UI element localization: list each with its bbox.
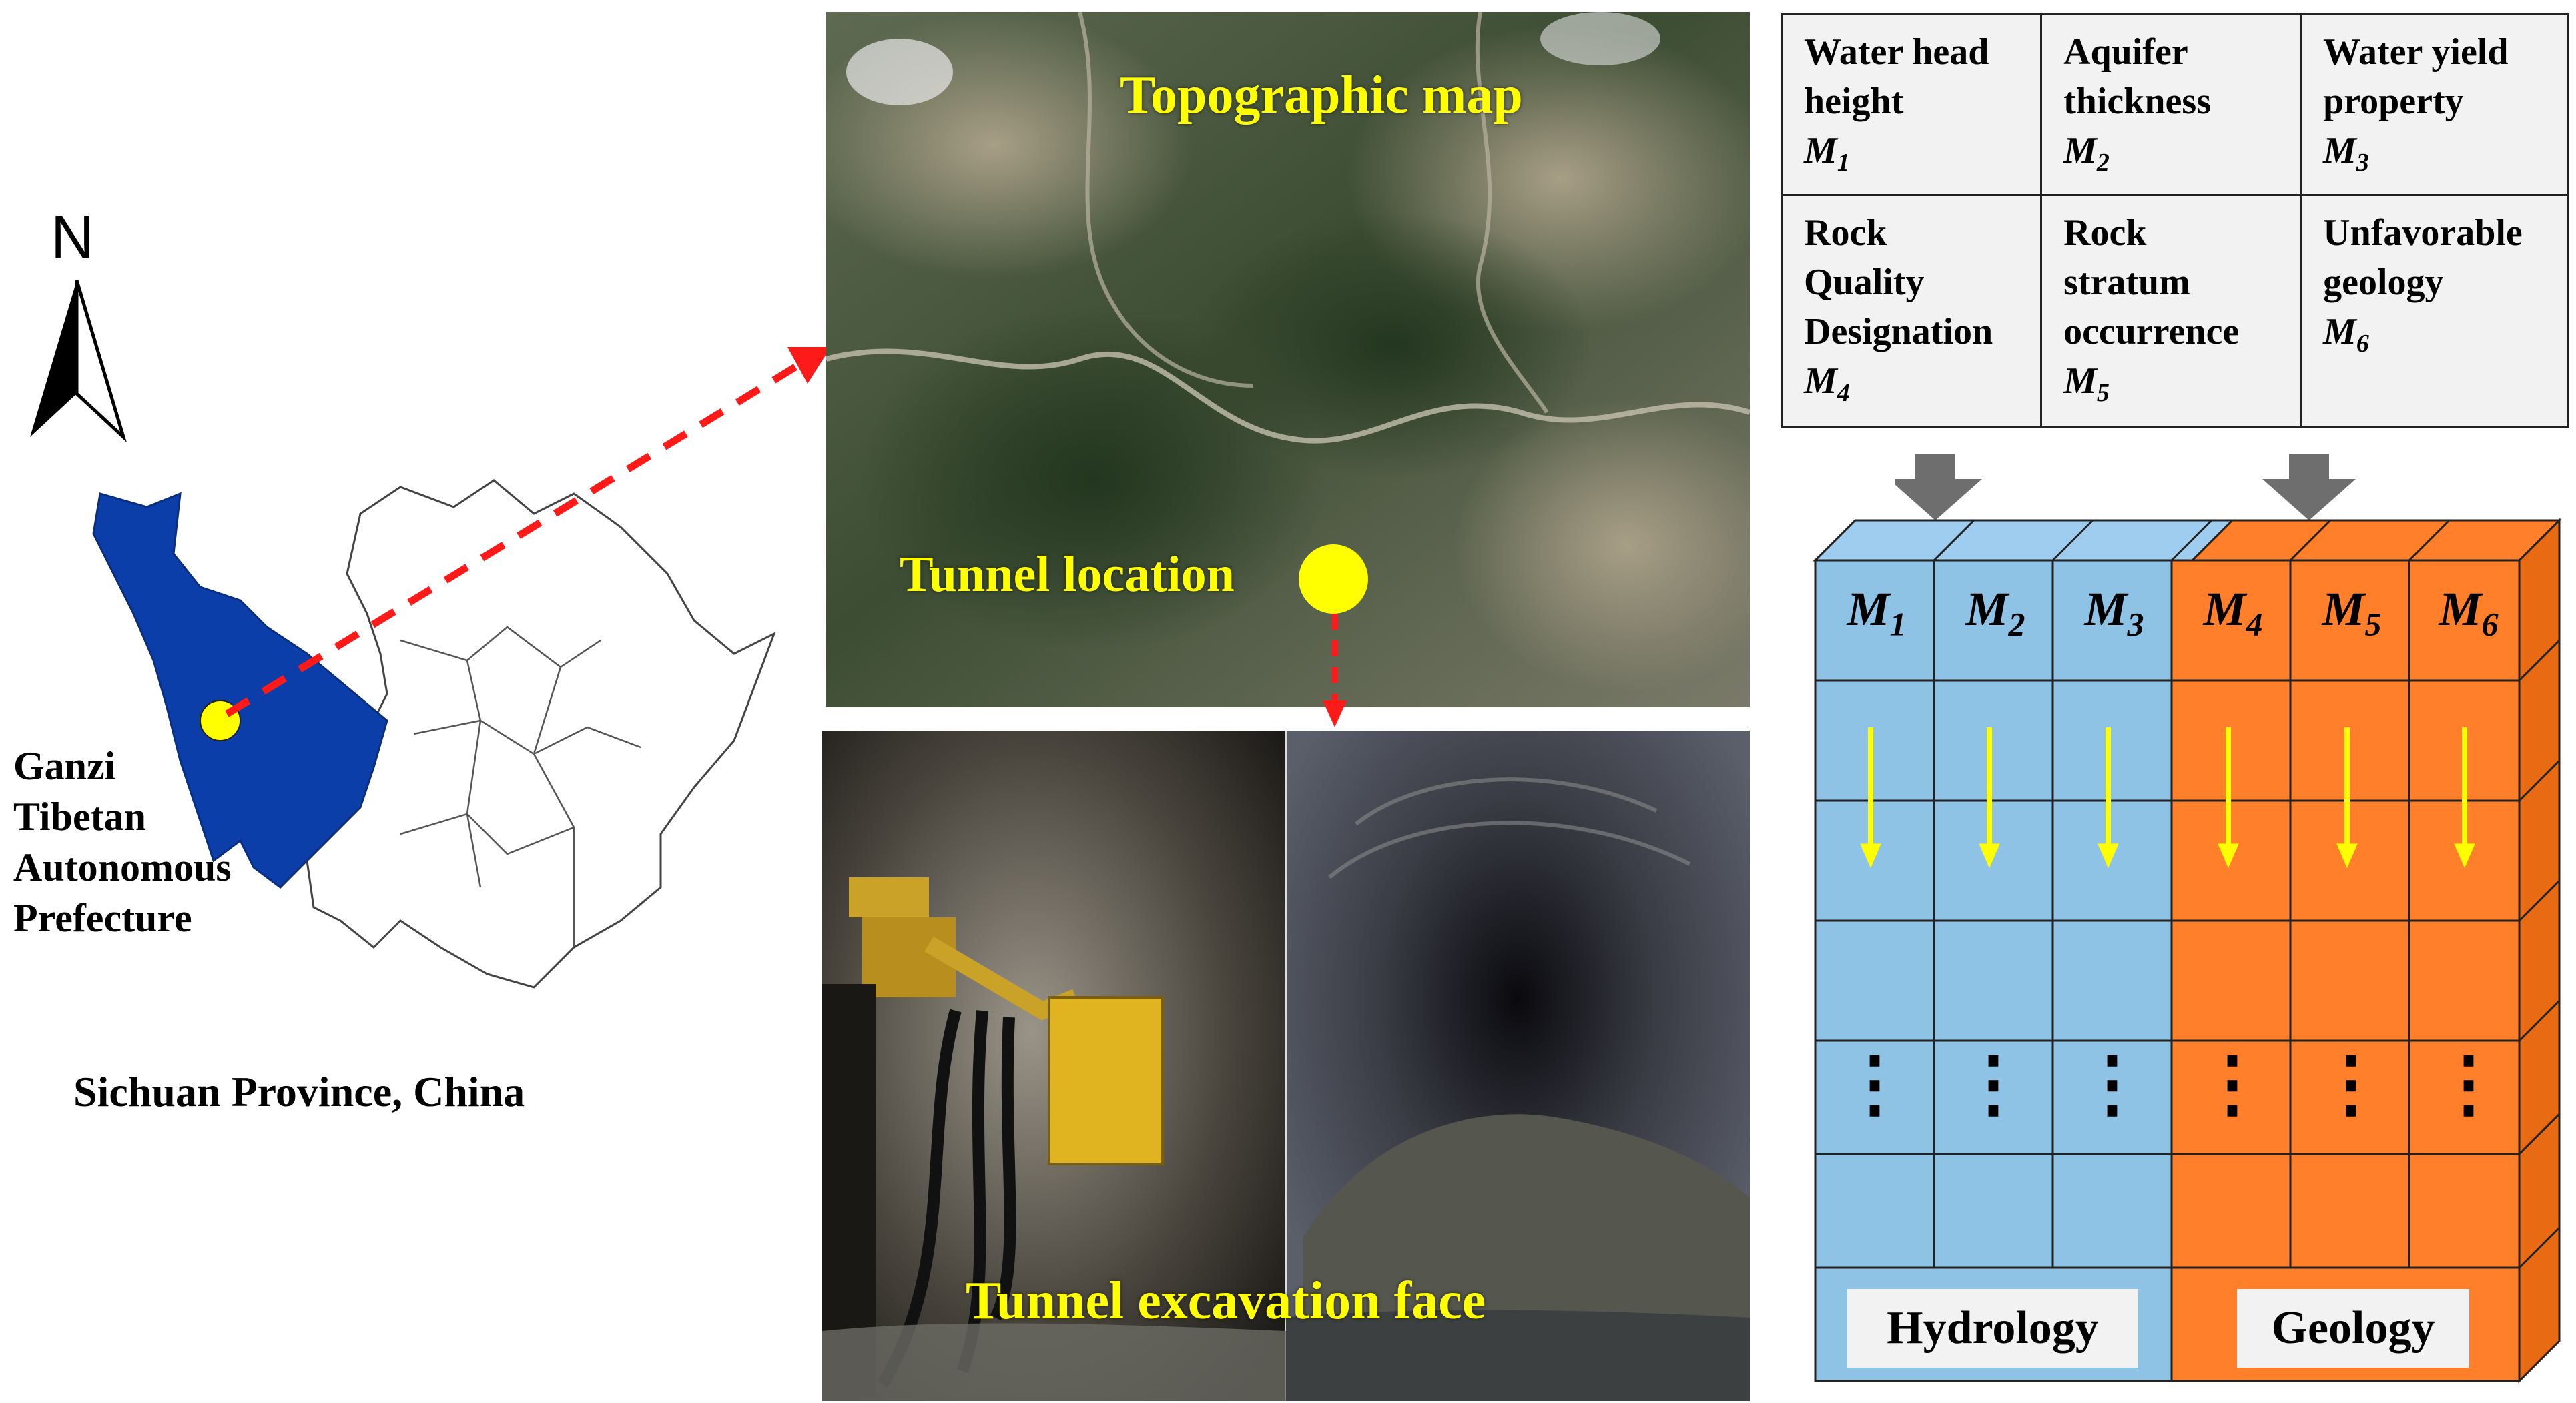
down-arrow-icon [2218,727,2239,869]
indicator-text: stratum [2063,262,2190,304]
indicator-text: Designation [1804,311,1993,353]
indicator-symbol: M2 [2063,130,2110,177]
dashed-arrow-to-map [225,347,831,717]
indicator-text: property [2323,81,2464,122]
prefecture-line: Ganzi [13,744,116,788]
tunnel-illustration [822,731,1750,1401]
north-label: N [51,204,94,271]
cube-front-geology [2170,559,2521,1382]
down-arrow-icon [1979,727,2000,869]
indicator-text: Rock [1804,212,1887,254]
cube-column-m2: M2 [1965,582,2025,643]
cube-column-m1: M1 [1847,582,1907,643]
indicator-cell-m2: Aquifer thickness M2 [2040,13,2302,197]
topographic-map-title: Topographic map [1120,66,1523,125]
down-arrow-icon [2336,727,2358,869]
cube-arrows [1860,727,2475,869]
ellipsis-icon: ⋮ [2196,1043,2269,1125]
prefecture-line: Prefecture [13,896,192,940]
indicator-text: geology [2323,262,2444,304]
indicator-symbol: M5 [2063,360,2110,408]
down-arrow-icon [1860,727,1881,869]
cube-column-m4: M4 [2203,582,2263,643]
geology-label: Geology [2237,1289,2469,1368]
indicator-table: Water head height M1 Aquifer thickness M… [1780,13,2569,428]
tunnel-excavation-image: Tunnel excavation face [822,731,1750,1401]
cube-column-m6: M6 [2439,582,2499,643]
cube-column-m5: M5 [2322,582,2382,643]
cube-side [2518,518,2561,1384]
flow-arrow-icon [1895,454,1982,520]
indicator-cell-m1: Water head height M1 [1780,13,2043,197]
indicator-text: occurrence [2063,311,2240,353]
indicator-cell-m5: Rock stratum occurrence M5 [2040,194,2302,428]
ellipsis-icon: ⋮ [1838,1043,1911,1125]
cube-column-m3: M3 [2084,582,2144,643]
indicator-text: Quality [1804,262,1925,304]
indicator-symbol: M1 [1804,130,1850,177]
province-label: Sichuan Province, China [73,1068,525,1115]
indicator-text: Water yield [2323,31,2509,73]
prefecture-line: Autonomous [13,845,232,889]
indicator-text: Aquifer [2063,31,2188,73]
tunnel-location-label: Tunnel location [900,546,1235,602]
indicator-text: Unfavorable [2323,212,2523,254]
terrain-illustration [826,12,1750,707]
cube-top-hydrology [1813,519,2235,562]
dashed-arrow-to-tunnel [1323,614,1347,727]
flow-arrow-icon [2262,454,2356,520]
indicator-text: Rock [2063,212,2147,254]
prefecture-label: Ganzi Tibetan Autonomous Prefecture [13,741,294,943]
ellipsis-icon: ⋮ [2314,1043,2388,1125]
indicator-text: thickness [2063,81,2211,122]
flow-arrows [1895,454,2356,520]
indicator-symbol: M3 [2323,130,2369,177]
ganzi-region [92,492,388,889]
indicator-cell-m4: Rock Quality Designation M4 [1780,194,2043,428]
ellipsis-icon: ⋮ [2075,1043,2149,1125]
indicator-text: height [1804,81,1904,122]
indicator-text: Water head [1804,31,1989,73]
indicator-symbol: M6 [2323,311,2369,358]
down-arrow-icon [2098,727,2119,869]
ellipsis-icon: ⋮ [1957,1043,2030,1125]
ellipsis-row: ⋮ ⋮ ⋮ ⋮ ⋮ ⋮ [1815,1041,2533,1141]
prefecture-line: Tibetan [13,795,146,839]
indicator-cell-m3: Water yield property M3 [2300,13,2569,197]
ellipsis-icon: ⋮ [2432,1043,2505,1125]
north-arrow-icon [30,280,127,443]
indicator-symbol: M4 [1804,360,1850,408]
indicator-cube [1813,518,2562,1384]
topographic-map-image: Topographic map Tunnel location [826,12,1750,707]
hydrology-label: Hydrology [1847,1289,2138,1368]
cube-front-hydrology [1814,559,2173,1382]
down-arrow-icon [2454,727,2475,869]
indicator-cell-m6: Unfavorable geology M6 [2300,194,2569,428]
sichuan-map [92,479,776,989]
tunnel-location-marker-icon [1299,544,1368,614]
tunnel-excavation-title: Tunnel excavation face [966,1272,1486,1330]
